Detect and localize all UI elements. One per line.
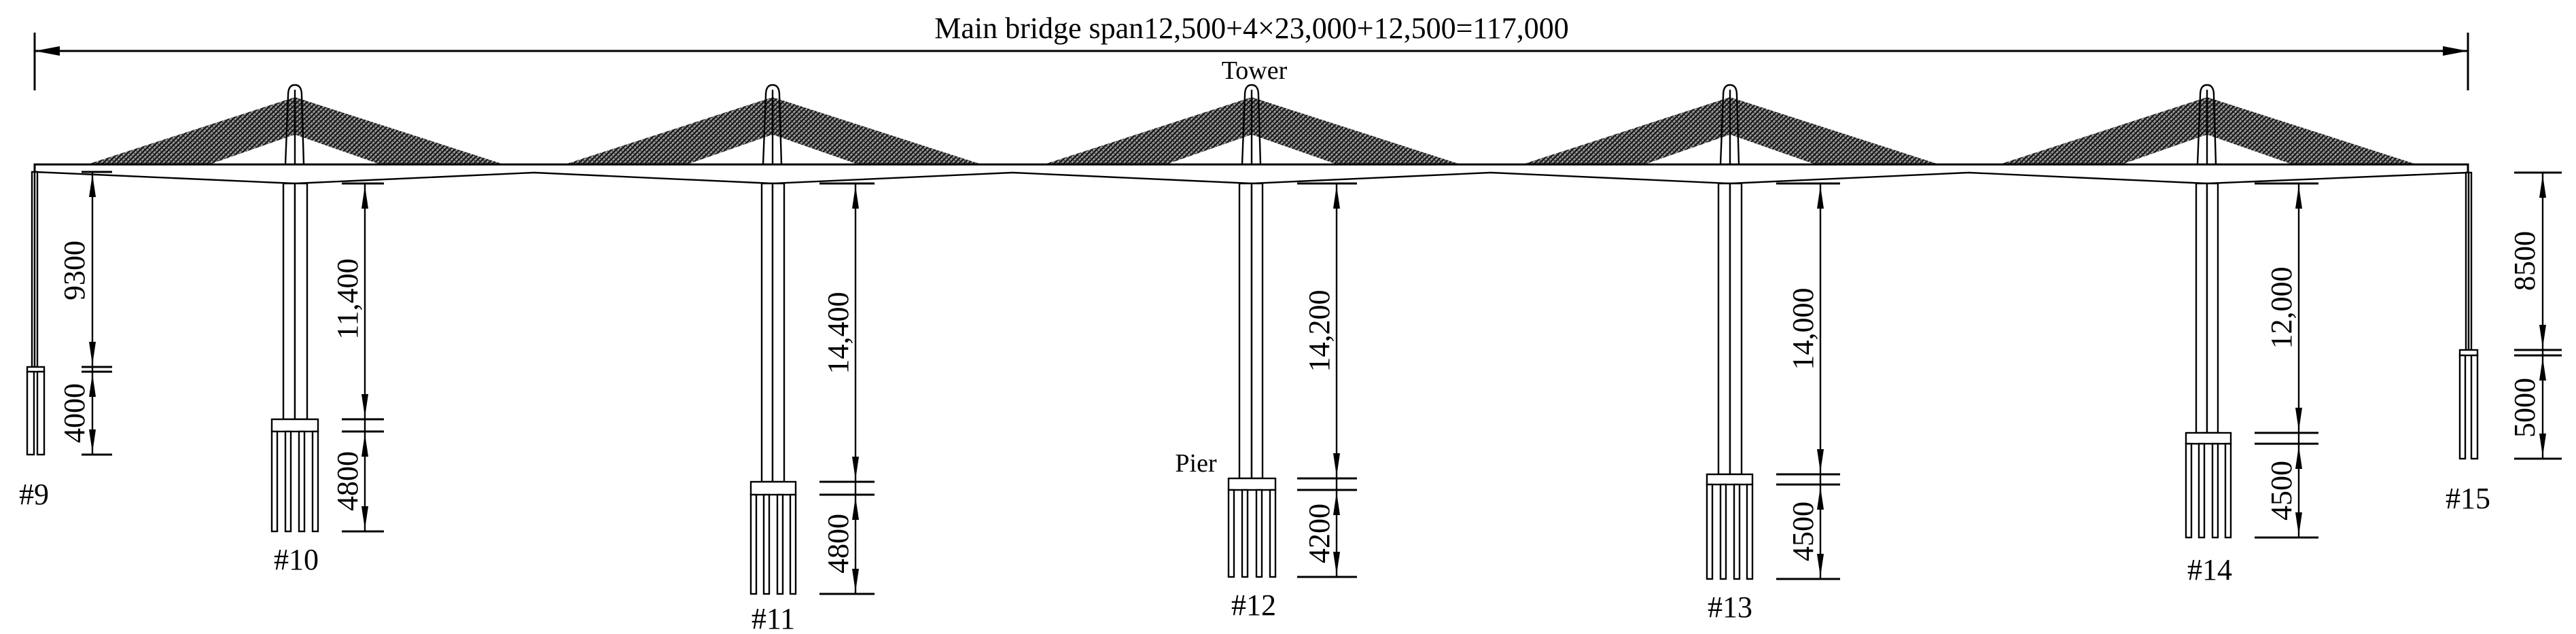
span-title: Main bridge span12,500+4×23,000+12,500=1… bbox=[934, 12, 1569, 45]
towers bbox=[284, 84, 2217, 165]
right-arrow-icon bbox=[2443, 46, 2468, 56]
pier-9-pile-label: 4000 bbox=[58, 383, 91, 443]
pier-14 bbox=[2185, 182, 2232, 539]
pier-14-id: #14 bbox=[2187, 553, 2232, 586]
pier-15-pile-label: 5000 bbox=[2508, 378, 2541, 438]
pier-15-id: #15 bbox=[2446, 482, 2490, 515]
pier-9 bbox=[26, 171, 46, 456]
pier-10-id: #10 bbox=[274, 543, 319, 576]
pier-11-id: #11 bbox=[752, 602, 795, 634]
pier-10-height-label: 11,400 bbox=[331, 258, 364, 339]
pier-11-pile-label: 4800 bbox=[822, 514, 855, 574]
pier-15 bbox=[2458, 171, 2479, 460]
pier-14-pile-label: 4500 bbox=[2265, 461, 2298, 521]
pier-10 bbox=[270, 182, 319, 533]
tower-12 bbox=[1241, 84, 1262, 165]
tower-label: Tower bbox=[1222, 56, 1288, 85]
pier-12-pile-label: 4200 bbox=[1303, 504, 1336, 563]
pier-14-height-label: 12,000 bbox=[2265, 267, 2298, 349]
pier-13-id: #13 bbox=[1708, 591, 1752, 624]
pier-9-height-label: 9300 bbox=[58, 241, 91, 300]
pier-10-pile-label: 4800 bbox=[331, 451, 364, 511]
pier-9-dimensions: 9300 4000 bbox=[58, 171, 112, 456]
overall-span-dimension: Main bridge span12,500+4×23,000+12,500=1… bbox=[33, 12, 2469, 90]
pier-11-height-label: 14,400 bbox=[822, 292, 855, 374]
tower-10 bbox=[284, 84, 305, 165]
pier-12-dimensions: 14,200 4200 bbox=[1297, 182, 1357, 578]
pier-11 bbox=[749, 182, 797, 595]
pier-15-height-label: 8500 bbox=[2508, 231, 2541, 291]
cable-fan-14 bbox=[1999, 97, 2417, 164]
pier-13-height-label: 14,000 bbox=[1786, 288, 1820, 370]
pier-12 bbox=[1227, 182, 1277, 578]
pier-10-dimensions: 11,400 4800 bbox=[331, 182, 384, 533]
pier-13-pile-label: 4500 bbox=[1786, 501, 1820, 561]
tower-11 bbox=[762, 84, 783, 165]
pier-11-dimensions: 14,400 4800 bbox=[819, 182, 875, 595]
pier-label: Pier bbox=[1175, 449, 1217, 478]
left-arrow-icon bbox=[35, 46, 60, 56]
pier-9-id: #9 bbox=[19, 478, 49, 511]
pier-14-dimensions: 12,000 4500 bbox=[2255, 182, 2318, 539]
pier-15-dimensions: 8500 5000 bbox=[2508, 171, 2562, 460]
pier-12-height-label: 14,200 bbox=[1303, 290, 1336, 372]
tower-14 bbox=[2196, 84, 2217, 165]
pier-13-dimensions: 14,000 4500 bbox=[1776, 182, 1840, 580]
bridge-deck bbox=[33, 163, 2469, 185]
pier-12-id: #12 bbox=[1231, 588, 1276, 622]
pier-13 bbox=[1706, 182, 1754, 580]
tower-13 bbox=[1719, 84, 1740, 165]
